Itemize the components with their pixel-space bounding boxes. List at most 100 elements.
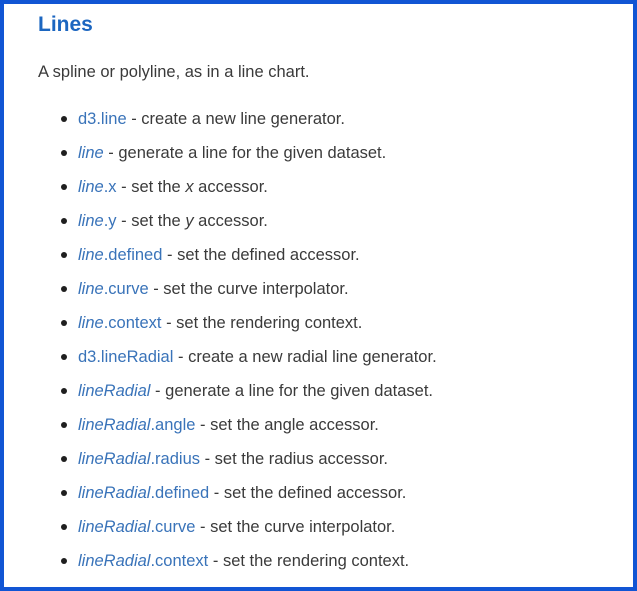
page-title: Lines — [38, 13, 93, 36]
item-description: - set the defined accessor. — [162, 246, 360, 264]
bullet-icon — [61, 252, 67, 258]
desc-italic: x — [185, 178, 194, 196]
desc-pre: generate a line for the given dataset. — [165, 382, 433, 400]
item-description: - set the curve interpolator. — [195, 518, 395, 536]
list-item: lineRadial.radius - set the radius acces… — [38, 442, 615, 476]
item-description: - generate a line for the given dataset. — [103, 144, 387, 162]
desc-post: accessor. — [193, 212, 268, 230]
api-link-roman-part: .curve — [150, 518, 196, 536]
list-item: line.defined - set the defined accessor. — [38, 238, 615, 272]
api-link-italic-part: lineRadial — [78, 552, 151, 570]
api-link[interactable]: lineRadial — [78, 382, 150, 400]
api-link-roman-part: .curve — [103, 280, 149, 298]
desc-pre: generate a line for the given dataset. — [118, 144, 387, 162]
desc-italic: y — [185, 212, 194, 230]
api-link[interactable]: line — [78, 144, 104, 162]
desc-separator: - — [209, 484, 224, 502]
list-item: lineRadial.defined - set the defined acc… — [38, 476, 615, 510]
desc-pre: set the rendering context. — [222, 552, 410, 570]
api-link-italic-part: line — [78, 246, 104, 264]
desc-pre: set the radius accessor. — [214, 450, 389, 468]
item-description: - set the defined accessor. — [209, 484, 407, 502]
list-item: line - generate a line for the given dat… — [38, 136, 615, 170]
api-link-italic-part: line — [78, 178, 104, 196]
desc-pre: create a new radial line generator. — [188, 348, 437, 366]
list-item: lineRadial.curve - set the curve interpo… — [38, 510, 615, 544]
desc-separator: - — [162, 246, 178, 264]
api-link[interactable]: lineRadial.radius — [78, 450, 200, 468]
desc-separator: - — [208, 552, 223, 570]
list-item: lineRadial - generate a line for the giv… — [38, 374, 615, 408]
item-description: - generate a line for the given dataset. — [150, 382, 433, 400]
desc-pre: set the defined accessor. — [177, 246, 360, 264]
api-link-italic-part: line — [78, 314, 104, 332]
list-item: d3.line - create a new line generator. — [38, 102, 615, 136]
bullet-icon — [61, 218, 67, 224]
item-description: - set the rendering context. — [208, 552, 409, 570]
api-link-italic-part: line — [78, 212, 104, 230]
api-link-italic-part: line — [78, 280, 104, 298]
desc-pre: set the angle accessor. — [210, 416, 379, 434]
bullet-icon — [61, 320, 67, 326]
list-item: lineRadial.context - set the rendering c… — [38, 544, 615, 578]
bullet-icon — [61, 422, 67, 428]
desc-pre: set the — [131, 212, 186, 230]
desc-pre: set the curve interpolator. — [163, 280, 349, 298]
bullet-icon — [61, 524, 67, 530]
item-description: - set the angle accessor. — [195, 416, 379, 434]
api-link[interactable]: lineRadial.angle — [78, 416, 195, 434]
list-item: d3.lineRadial - create a new radial line… — [38, 340, 615, 374]
api-link-italic-part: lineRadial — [78, 484, 151, 502]
api-link[interactable]: line.context — [78, 314, 161, 332]
desc-post: accessor. — [193, 178, 268, 196]
item-description: - set the x accessor. — [117, 178, 268, 196]
api-link-roman-part: .radius — [150, 450, 200, 468]
item-description: - set the curve interpolator. — [148, 280, 349, 298]
item-description: - set the y accessor. — [117, 212, 268, 230]
bullet-icon — [61, 558, 67, 564]
item-description: - create a new line generator. — [127, 110, 345, 128]
item-description: - set the radius accessor. — [200, 450, 388, 468]
api-link[interactable]: line.x — [78, 178, 117, 196]
api-link-italic-part: line — [78, 144, 104, 162]
api-link[interactable]: d3.lineRadial — [78, 348, 173, 366]
bullet-icon — [61, 116, 67, 122]
desc-separator: - — [200, 450, 215, 468]
api-link-roman-part: .y — [103, 212, 117, 230]
desc-separator: - — [148, 280, 164, 298]
api-link-italic-part: lineRadial — [78, 416, 151, 434]
desc-pre: set the defined accessor. — [223, 484, 407, 502]
api-link-italic-part: lineRadial — [78, 382, 151, 400]
bullet-icon — [61, 490, 67, 496]
desc-separator: - — [116, 212, 132, 230]
list-item: line.curve - set the curve interpolator. — [38, 272, 615, 306]
desc-pre: set the rendering context. — [176, 314, 363, 332]
desc-separator: - — [103, 144, 119, 162]
desc-pre: create a new line generator. — [141, 110, 345, 128]
list-item: line.y - set the y accessor. — [38, 204, 615, 238]
api-link[interactable]: lineRadial.context — [78, 552, 208, 570]
item-description: - set the rendering context. — [161, 314, 362, 332]
api-link[interactable]: lineRadial.curve — [78, 518, 195, 536]
desc-pre: set the — [131, 178, 186, 196]
api-link-roman-part: .context — [150, 552, 209, 570]
api-link-italic-part: lineRadial — [78, 450, 151, 468]
item-description: - create a new radial line generator. — [173, 348, 437, 366]
api-link[interactable]: lineRadial.defined — [78, 484, 209, 502]
desc-separator: - — [150, 382, 166, 400]
desc-separator: - — [195, 416, 211, 434]
bullet-icon — [61, 286, 67, 292]
api-link-italic-part: lineRadial — [78, 518, 151, 536]
api-link[interactable]: line.curve — [78, 280, 149, 298]
desc-separator: - — [173, 348, 189, 366]
api-link[interactable]: line.y — [78, 212, 117, 230]
bullet-icon — [61, 456, 67, 462]
api-link-roman-part: d3.line — [78, 110, 127, 128]
desc-separator: - — [161, 314, 177, 332]
bullet-icon — [61, 184, 67, 190]
api-link[interactable]: d3.line — [78, 110, 127, 128]
intro-text: A spline or polyline, as in a line chart… — [38, 63, 310, 81]
api-link[interactable]: line.defined — [78, 246, 162, 264]
api-link-roman-part: .defined — [103, 246, 163, 264]
list-item: line.x - set the x accessor. — [38, 170, 615, 204]
